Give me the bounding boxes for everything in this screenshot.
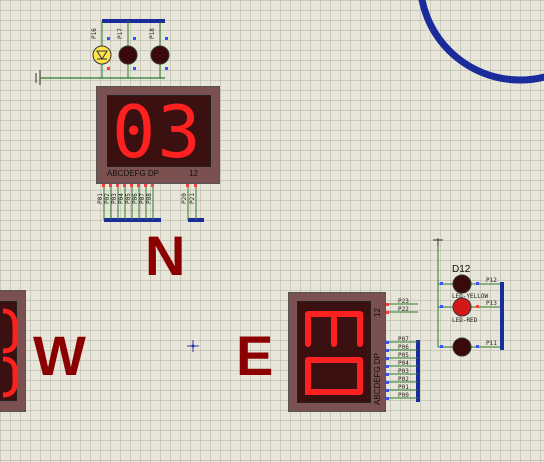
pin-label: P05: [398, 352, 409, 359]
common-label: 12: [189, 169, 198, 178]
pin-label: P02: [398, 376, 409, 383]
top-led-pin: P16: [91, 28, 98, 39]
north-label: N: [145, 224, 186, 287]
led-label: LED-YELLOW: [452, 293, 489, 300]
pin-label: P02: [104, 193, 111, 204]
pin-label: P21: [189, 193, 196, 204]
pin-label: P00: [398, 392, 409, 399]
east-display-pins: P23 P22 P07 P06 P05 P04 P03 P02 P01 P00: [386, 298, 420, 402]
pin-label: P05: [125, 193, 132, 204]
led-label: LED-RED: [452, 317, 478, 324]
pin-label: P01: [97, 193, 104, 204]
display-digits: 03: [112, 90, 203, 174]
pin-label: P23: [398, 298, 409, 305]
pin-label: P01: [398, 384, 409, 391]
pin-label: P04: [398, 360, 409, 367]
pin-label: P13: [486, 300, 497, 307]
top-led-pin: P18: [149, 28, 156, 39]
crosshair-icon: [187, 340, 199, 352]
pin-label: P06: [398, 344, 409, 351]
top-led-pin: P17: [117, 28, 124, 39]
pin-label: P07: [139, 193, 146, 204]
pin-label: P22: [398, 306, 409, 313]
top-led-group[interactable]: P16 P17 P18: [30, 15, 190, 85]
display-window: [297, 301, 371, 403]
pin-label: P07: [398, 336, 409, 343]
pin-label: P08: [146, 193, 153, 204]
traffic-light-group[interactable]: D12 LED-YELLOW LED-RED P12 P13 P11: [428, 232, 518, 362]
pin-label: P06: [132, 193, 139, 204]
pin-label: P03: [111, 193, 118, 204]
top-display-pins: P01 P02 P03 P04 P05 P06 P07 P08 P20 P21: [97, 184, 204, 222]
west-seven-segment-display[interactable]: [0, 290, 26, 412]
pin-label: P12: [486, 277, 497, 284]
pin-label: P03: [398, 368, 409, 375]
segment-label: ABCDEFG DP: [107, 169, 159, 178]
pin-label: P11: [486, 340, 497, 347]
top-seven-segment-display[interactable]: 03 ABCDEFG DP 12: [96, 86, 220, 184]
segment-label: ABCDEFG DP: [373, 353, 382, 405]
component-ref: D12: [452, 264, 471, 275]
east-seven-segment-display[interactable]: 12 ABCDEFG DP: [288, 292, 386, 412]
common-label: 12: [373, 308, 382, 317]
east-label: E: [236, 324, 274, 387]
pin-label: P20: [181, 193, 188, 204]
pin-label: P04: [118, 193, 125, 204]
west-label: W: [33, 324, 86, 387]
display-window: 03: [107, 90, 211, 174]
